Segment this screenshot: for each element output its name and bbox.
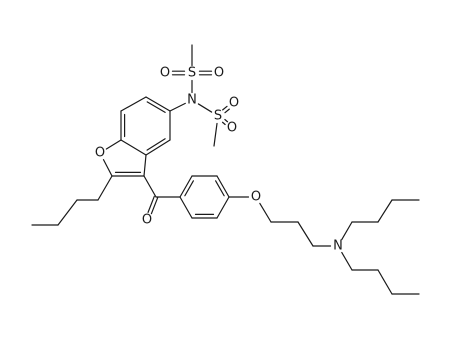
bond-ck-ok-second [150,197,159,215]
bond-l2-l3 [297,221,314,247]
atom-label-n1: N [187,93,197,108]
bond-r1-r2-inner [184,180,194,197]
bond-b4-b5 [120,139,147,156]
atom-label-n2: N [333,239,343,254]
bond-r3-r4 [216,175,230,198]
atom-label-o2b: O [227,121,237,136]
bond-b1-b2 [145,96,171,112]
bond-b2-b3 [120,96,147,112]
bond-r3-r4-inner [215,180,225,197]
bond-b5-b6 [145,139,171,156]
bond-bu2-bu3 [57,199,78,226]
bond-b4-oring [105,139,122,150]
bond-c3-b5 [143,154,147,177]
bond-c3-ck [143,175,157,198]
bond-s2-o2a [224,108,230,114]
bond-s2-me2 [213,122,218,147]
bond-ba2-ba3 [377,199,393,223]
bond-n1-s2 [197,103,213,113]
bond-n1-b1 [169,102,186,112]
bond-r1-r2 [179,175,193,198]
bond-b1-b2-inner [146,101,166,113]
bond-n2-bb1 [341,251,353,271]
bond-r6-r1 [179,196,193,219]
atom-label-o-ring: O [95,146,105,161]
bond-r4-r5 [216,196,230,219]
atom-label-o1a: O [160,66,170,81]
atom-label-s2: S [214,109,222,124]
bond-bb2-bb3 [377,269,393,295]
bond-ck-ok [147,195,155,213]
bonds-group [31,44,420,295]
atom-label-o-ketone: O [142,213,152,228]
atom-label-o-ether: O [251,190,261,205]
bond-s2-o2b-second [224,118,229,123]
bond-oe-l1 [259,202,272,223]
atom-label-o2a: O [229,96,239,111]
bond-s2-o2a-second [222,105,228,111]
atom-label-s1: S [188,66,196,81]
bond-n2-ba1 [341,221,353,241]
bond-c2-bu1 [97,175,113,201]
bond-s2-o2b [221,121,226,126]
atom-label-o1b: O [214,66,224,81]
bond-b5-b6-inner [146,138,166,151]
bond-oring-c2 [102,159,113,177]
